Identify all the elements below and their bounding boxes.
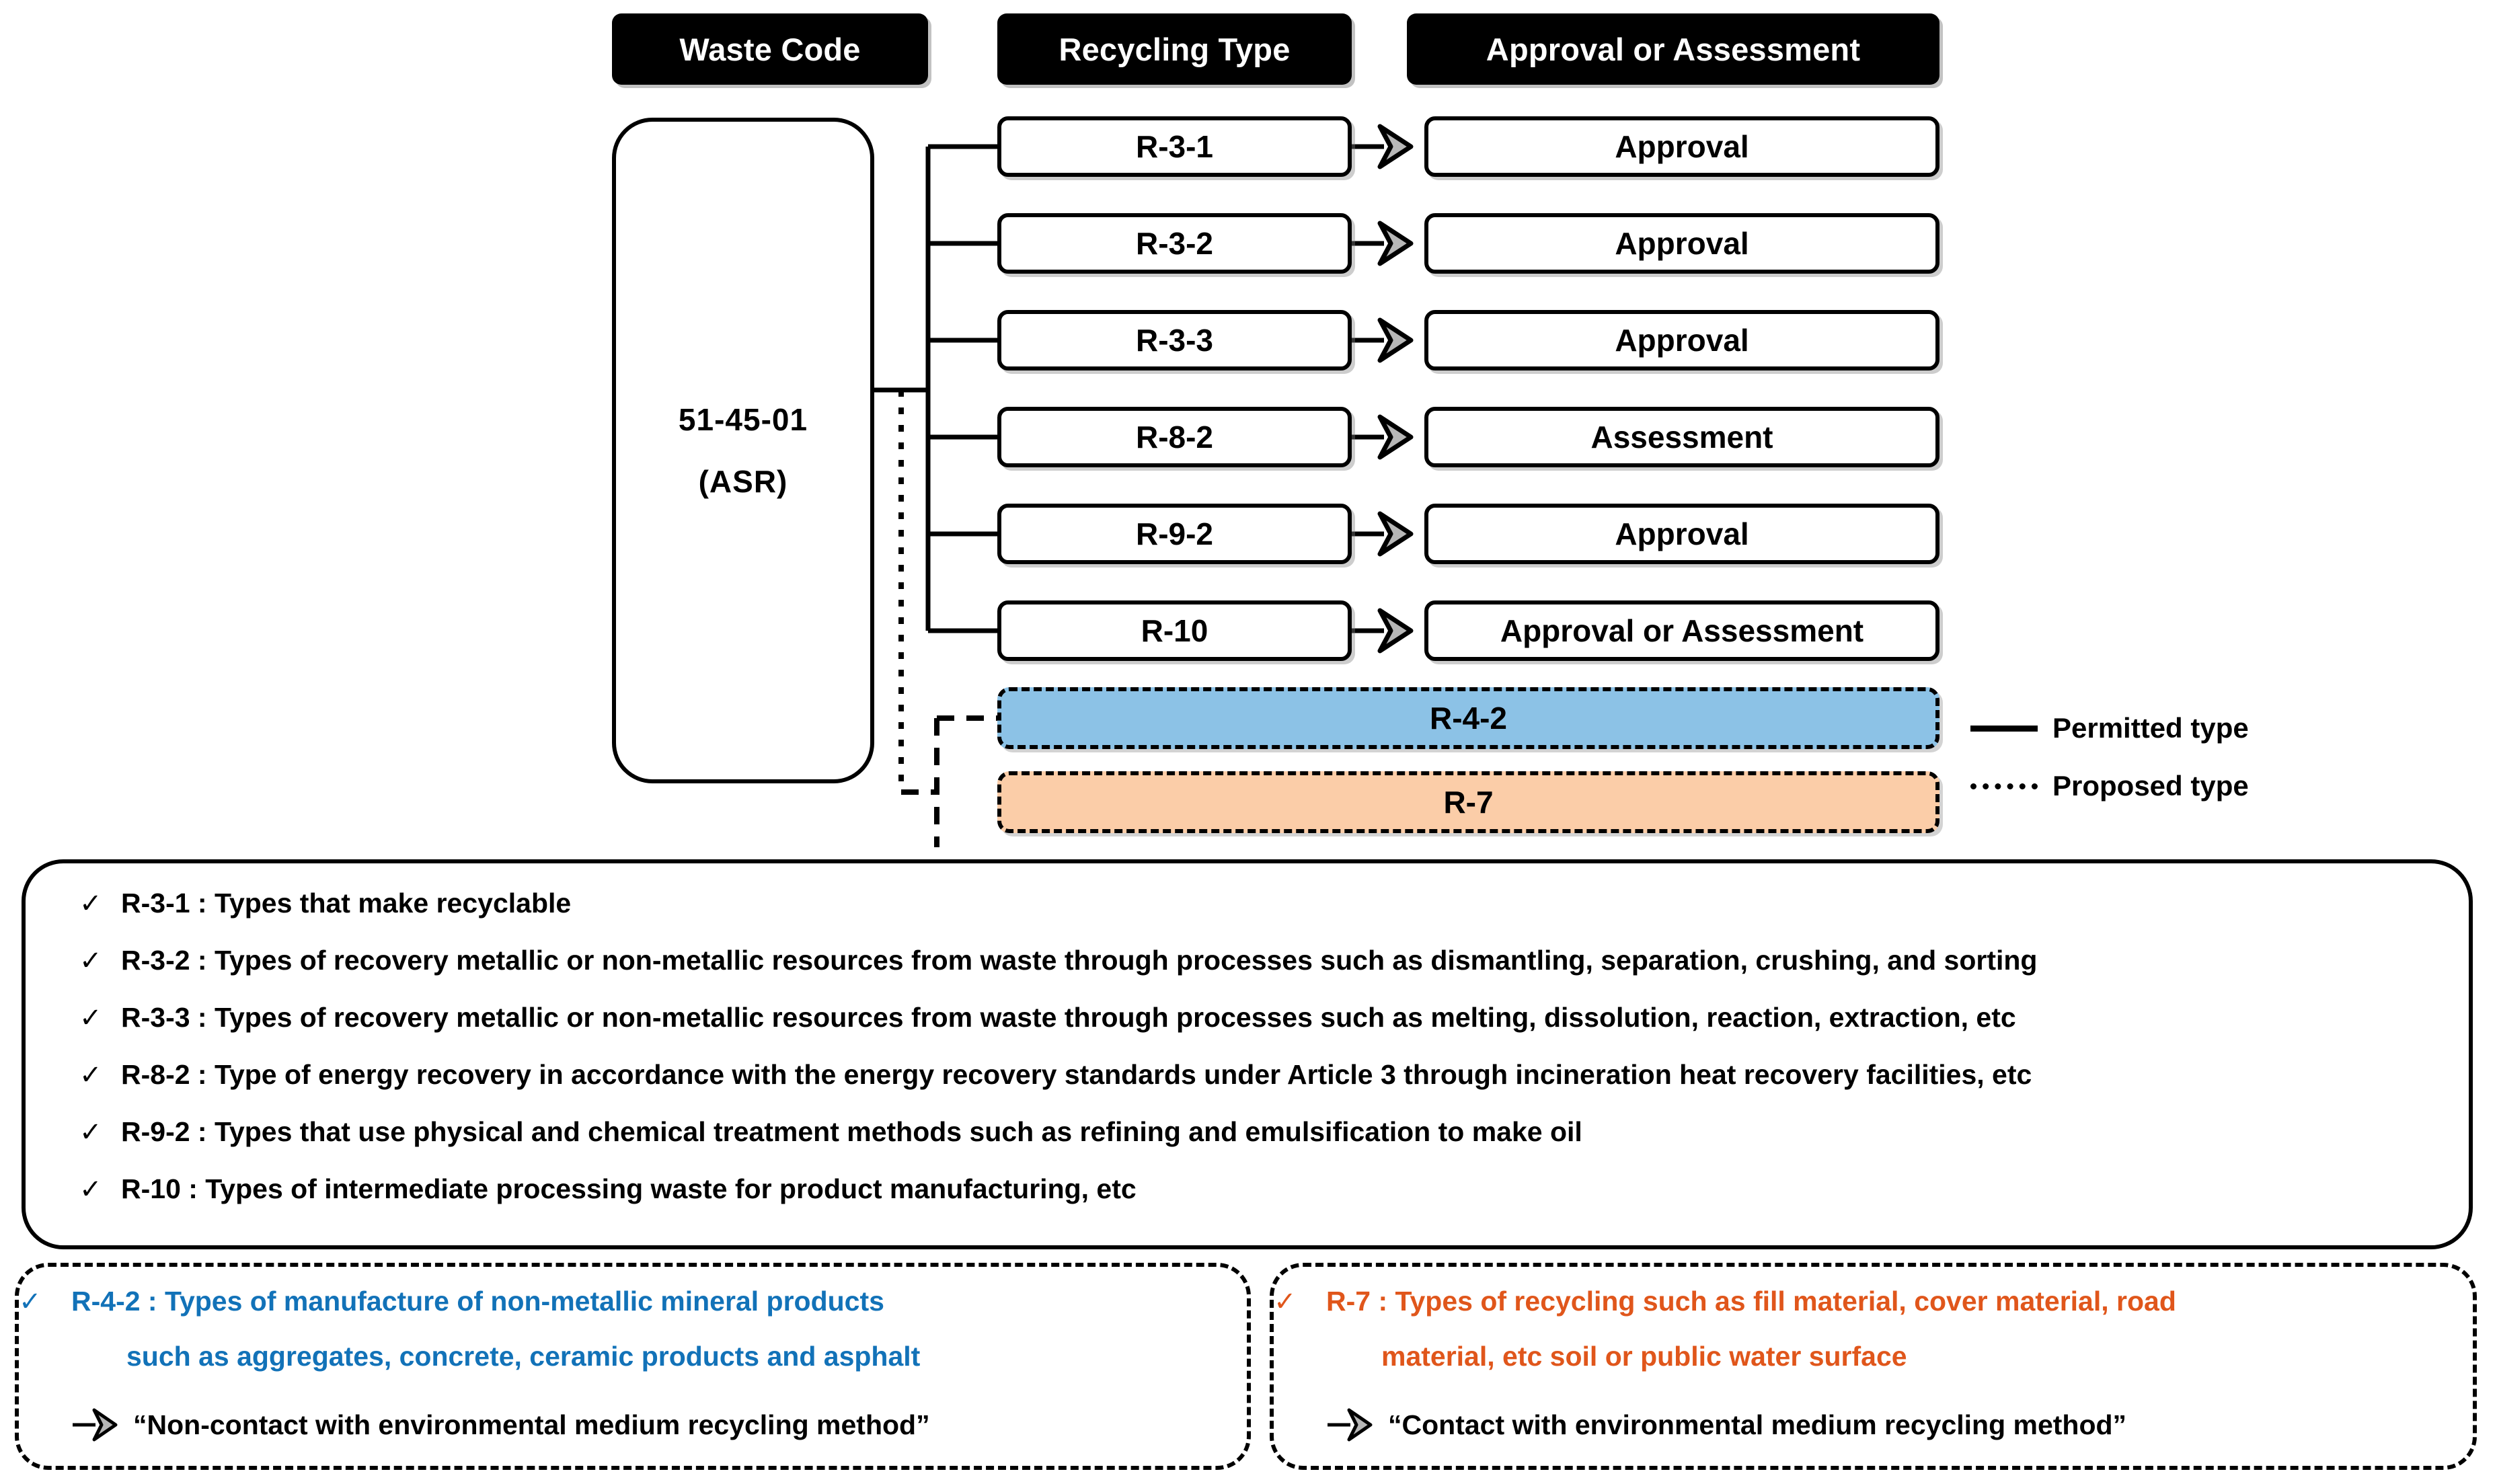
r7-line-2: material, etc soil or public water surfa… <box>1274 1341 2473 1396</box>
r42-conclusion-row: “Non-contact with environmental medium r… <box>19 1396 1247 1454</box>
waste-code-box[interactable]: 51-45-01 (ASR) <box>612 118 874 783</box>
check-icon: ✓ <box>79 1118 102 1147</box>
description-item: ✓ R-8-2 : Type of energy recovery in acc… <box>79 1059 2469 1116</box>
description-panel: ✓ R-3-1 : Types that make recyclable ✓ R… <box>22 859 2473 1249</box>
check-icon: ✓ <box>79 1003 102 1033</box>
approval-box[interactable]: Approval <box>1424 310 1939 370</box>
recycling-type-box[interactable]: R-9-2 <box>997 504 1352 564</box>
recycling-type-box[interactable]: R-3-2 <box>997 213 1352 274</box>
legend: Permitted type Proposed type <box>1970 699 2320 815</box>
recycling-type-box[interactable]: R-3-3 <box>997 310 1352 370</box>
legend-row-proposed: Proposed type <box>1970 757 2320 815</box>
approval-box[interactable]: Approval <box>1424 504 1939 564</box>
description-text: R-9-2 : Types that use physical and chem… <box>121 1116 1582 1147</box>
recycling-type-box[interactable]: R-10 <box>997 600 1352 661</box>
check-icon: ✓ <box>79 946 102 976</box>
check-icon: ✓ <box>79 889 102 919</box>
check-icon: ✓ <box>79 1060 102 1090</box>
description-item: ✓ R-10 : Types of intermediate processin… <box>79 1173 2469 1231</box>
r7-conclusion-text: “Contact with environmental medium recyc… <box>1388 1409 2127 1440</box>
r42-text-line2: such as aggregates, concrete, ceramic pr… <box>126 1341 921 1372</box>
chevron-arrow-icon <box>1328 1408 1373 1442</box>
header-waste-code: Waste Code <box>612 13 928 85</box>
recycling-type-box[interactable]: R-3-1 <box>997 116 1352 177</box>
description-text: R-3-2 : Types of recovery metallic or no… <box>121 945 2038 976</box>
recycling-type-box[interactable]: R-8-2 <box>997 407 1352 467</box>
description-text: R-10 : Types of intermediate processing … <box>121 1173 1137 1204</box>
description-item: ✓ R-3-3 : Types of recovery metallic or … <box>79 1002 2469 1059</box>
r7-text-line1: R-7 : Types of recycling such as fill ma… <box>1326 1286 2176 1317</box>
r42-line-2: such as aggregates, concrete, ceramic pr… <box>19 1341 1247 1396</box>
approval-box[interactable]: Approval or Assessment <box>1424 600 1939 661</box>
r42-text-line1: R-4-2 : Types of manufacture of non-meta… <box>71 1286 884 1317</box>
r42-line-1: ✓ R-4-2 : Types of manufacture of non-me… <box>19 1286 1247 1341</box>
check-icon: ✓ <box>1274 1287 1297 1317</box>
r7-line-1: ✓ R-7 : Types of recycling such as fill … <box>1274 1286 2473 1341</box>
r7-detail-box: ✓ R-7 : Types of recycling such as fill … <box>1270 1263 2477 1470</box>
chevron-arrow-icon <box>73 1408 118 1442</box>
proposed-type-box-r7[interactable]: R-7 <box>997 771 1939 833</box>
description-text: R-3-1 : Types that make recyclable <box>121 888 572 919</box>
description-item: ✓ R-3-1 : Types that make recyclable <box>79 888 2469 945</box>
header-approval-or-assessment: Approval or Assessment <box>1407 13 1939 85</box>
legend-label-proposed: Proposed type <box>2052 770 2249 802</box>
waste-code-value: 51-45-01 <box>678 402 808 437</box>
approval-box[interactable]: Assessment <box>1424 407 1939 467</box>
r42-conclusion-text: “Non-contact with environmental medium r… <box>133 1409 930 1440</box>
description-item: ✓ R-3-2 : Types of recovery metallic or … <box>79 945 2469 1002</box>
header-recycling-type: Recycling Type <box>997 13 1352 85</box>
check-icon: ✓ <box>19 1287 42 1317</box>
legend-row-permitted: Permitted type <box>1970 699 2320 757</box>
r7-conclusion-row: “Contact with environmental medium recyc… <box>1274 1396 2473 1454</box>
waste-code-name: (ASR) <box>698 464 788 499</box>
description-text: R-3-3 : Types of recovery metallic or no… <box>121 1002 2016 1033</box>
approval-box[interactable]: Approval <box>1424 213 1939 274</box>
r42-detail-box: ✓ R-4-2 : Types of manufacture of non-me… <box>15 1263 1251 1470</box>
description-text: R-8-2 : Type of energy recovery in accor… <box>121 1059 2032 1090</box>
check-icon: ✓ <box>79 1175 102 1204</box>
approval-box[interactable]: Approval <box>1424 116 1939 177</box>
proposed-type-box-r42[interactable]: R-4-2 <box>997 687 1939 749</box>
legend-label-permitted: Permitted type <box>2052 712 2249 744</box>
r7-text-line2: material, etc soil or public water surfa… <box>1381 1341 1907 1372</box>
dotted-line-icon <box>1970 783 2038 789</box>
solid-line-icon <box>1970 725 2038 732</box>
description-item: ✓ R-9-2 : Types that use physical and ch… <box>79 1116 2469 1173</box>
